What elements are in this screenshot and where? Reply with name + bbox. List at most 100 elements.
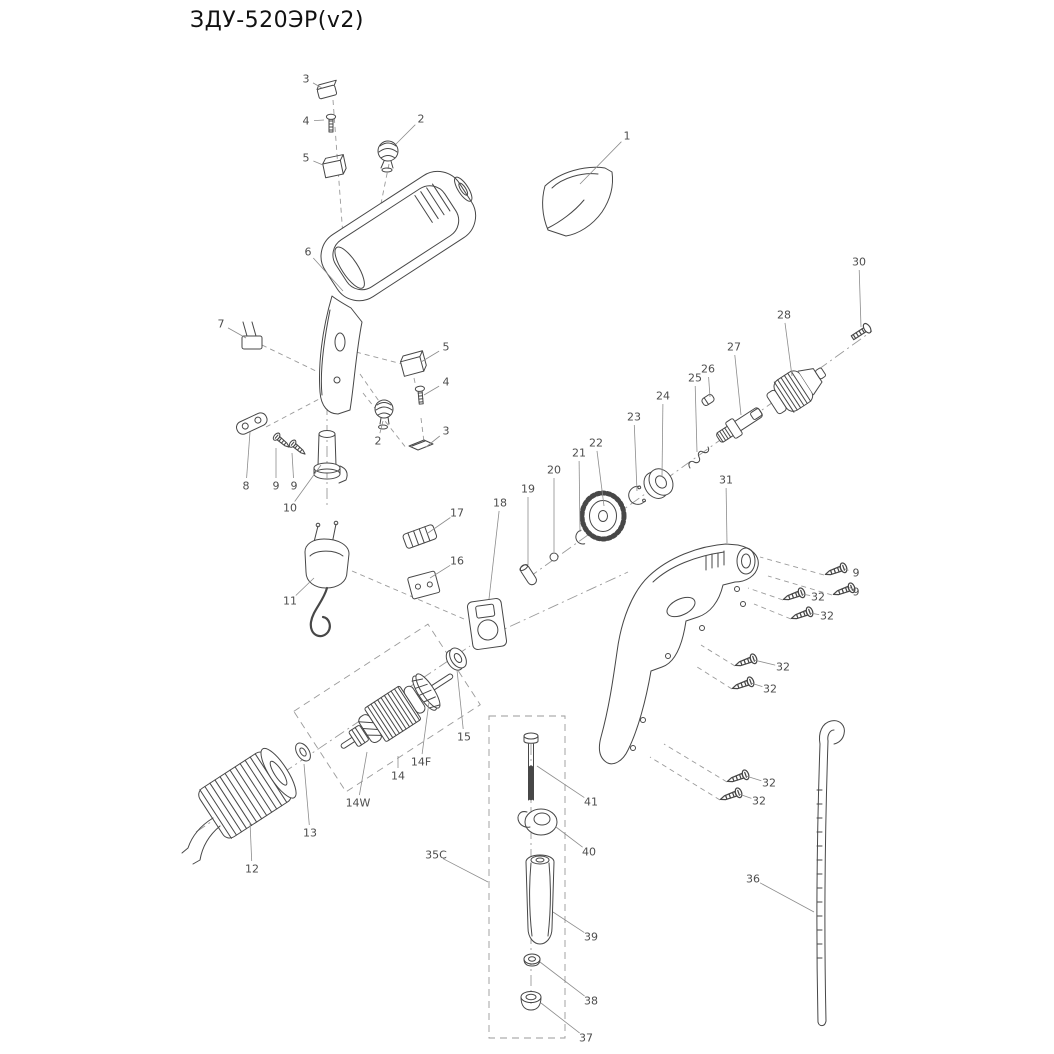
leader-line-9: [844, 568, 849, 571]
steel-ball: [549, 552, 559, 562]
part-label-36: 36: [746, 873, 760, 886]
leader-line-40: [555, 826, 583, 848]
clamp-plate: [236, 412, 268, 435]
brush-cap-top: [377, 140, 399, 173]
leader-line-13: [303, 763, 310, 826]
part-label-9: 9: [853, 586, 860, 599]
leader-line-3: [425, 435, 441, 448]
motor-housing: [319, 170, 477, 415]
body-shell: [598, 543, 759, 765]
part-label-32: 32: [811, 591, 825, 604]
handle-clamp: [517, 808, 558, 836]
leader-line-41: [536, 765, 585, 798]
cord-plate: [407, 570, 441, 600]
leader-line-15: [456, 669, 464, 730]
part-label-7: 7: [218, 318, 225, 331]
part-label-25: 25: [688, 372, 702, 385]
leader-line-32: [809, 612, 820, 615]
part-label-19: 19: [521, 483, 535, 496]
circlip-small: [575, 529, 586, 545]
leader-line-23: [633, 424, 638, 492]
circlip-large: [628, 485, 646, 505]
part-label-15: 15: [457, 731, 471, 744]
part-label-9: 9: [273, 480, 280, 493]
side-handle-group-box: [488, 715, 566, 1039]
pin-small: [701, 394, 715, 406]
body-screw-32d: [730, 675, 756, 694]
body-screw-32f: [718, 786, 744, 805]
part-label-10: 10: [283, 502, 297, 515]
part-label-27: 27: [727, 341, 741, 354]
part-label-6: 6: [305, 246, 312, 259]
leader-line-25: [694, 385, 698, 453]
part-label-35C: 35C: [425, 849, 447, 862]
part-label-23: 23: [627, 411, 641, 424]
leader-line-16: [429, 564, 451, 579]
carbon-brush-top: [322, 154, 347, 179]
part-label-24: 24: [656, 390, 670, 403]
bearing-front: [445, 647, 467, 671]
leader-line-6: [313, 257, 344, 292]
part-label-32: 32: [752, 795, 766, 808]
bearing-sleeve: [313, 430, 348, 484]
part-label-32: 32: [763, 683, 777, 696]
part-label-11: 11: [283, 595, 297, 608]
leader-line-5: [313, 160, 324, 166]
part-label-28: 28: [777, 309, 791, 322]
leader-line-7: [227, 327, 247, 339]
gear: [579, 490, 627, 542]
rear-cover: [542, 166, 613, 237]
leader-line-28: [784, 322, 793, 377]
part-label-9: 9: [853, 567, 860, 580]
leader-line-9: [291, 452, 294, 479]
plate-screw-2: [287, 438, 309, 458]
leader-line-38: [539, 961, 585, 997]
part-label-8: 8: [243, 480, 250, 493]
part-label-3: 3: [303, 73, 310, 86]
leader-line-32: [745, 775, 762, 782]
leader-line-37: [540, 1002, 580, 1034]
leader-line-14W: [359, 751, 368, 796]
part-label-20: 20: [547, 464, 561, 477]
cover-cap-top: [316, 79, 338, 100]
bracket: [466, 598, 508, 650]
leader-line-8: [246, 431, 251, 479]
leader-line-32: [801, 593, 811, 596]
chuck: [766, 367, 826, 415]
leader-line-39: [552, 911, 585, 933]
leader-line-5: [420, 350, 440, 363]
leader-line-10: [294, 464, 322, 502]
cover-cap-right: [408, 439, 434, 451]
leader-line-32: [750, 682, 763, 687]
part-label-40: 40: [582, 846, 596, 859]
body-screw-32c: [733, 652, 759, 671]
part-label-3: 3: [443, 425, 450, 438]
part-label-2: 2: [418, 113, 425, 126]
body-screw-32e: [725, 768, 751, 787]
armature: [340, 673, 454, 749]
pin: [519, 564, 537, 586]
body-screw-32a: [781, 586, 807, 605]
plate-screw-1: [271, 431, 293, 451]
handle-nut: [523, 953, 541, 967]
leader-line-14F: [421, 701, 430, 755]
part-label-1: 1: [624, 130, 631, 143]
part-label-5: 5: [303, 152, 310, 165]
part-label-17: 17: [450, 507, 464, 520]
body-screw-32b: [789, 605, 815, 624]
leader-line-21: [578, 460, 581, 533]
bearing-rear: [643, 468, 674, 499]
leader-line-11: [295, 577, 315, 596]
part-label-13: 13: [303, 827, 317, 840]
part-label-14F: 14F: [411, 756, 431, 769]
part-label-14: 14: [391, 770, 405, 783]
stator-wires: [181, 817, 221, 865]
brush-screw-top: [325, 113, 337, 133]
leader-line-27: [734, 354, 742, 416]
leader-line-3: [312, 82, 323, 89]
part-label-9: 9: [291, 480, 298, 493]
leader-line-17: [427, 517, 451, 534]
part-label-37: 37: [579, 1032, 593, 1045]
handle-grip: [525, 854, 555, 945]
